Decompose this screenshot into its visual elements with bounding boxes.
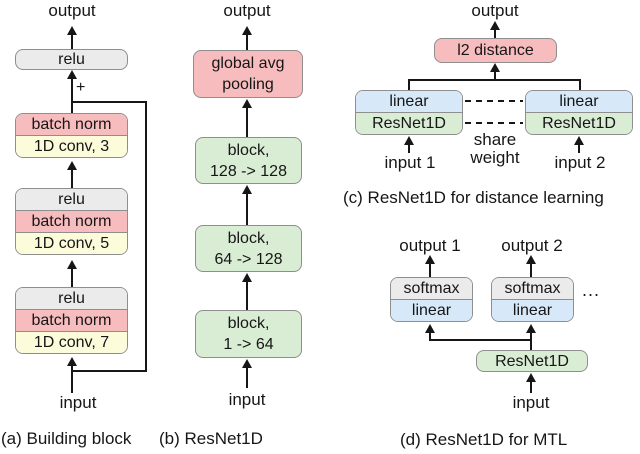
arrow-up-icon <box>425 255 435 277</box>
arrow-up-icon <box>67 357 77 393</box>
pooling-line1: global avg <box>211 55 285 72</box>
panel-b-block3-box: block, 128 -> 128 <box>195 137 302 184</box>
panel-c-input1-label: input 1 <box>384 153 436 172</box>
relu-band: relu <box>16 189 127 210</box>
merge-connector-line <box>408 79 581 81</box>
panel-a-input-label: input <box>59 393 97 412</box>
panel-c-l2-distance-box: l2 distance <box>434 38 557 63</box>
skip-connection-side-line <box>145 101 147 372</box>
share-weight-label: share weight <box>455 131 535 167</box>
softmax-band: softmax <box>391 278 472 299</box>
panel-c-right-stack-box: linear ResNet1D <box>525 90 633 135</box>
panel-d-resnet1d-box: ResNet1D <box>476 350 588 372</box>
block2-line2: 64 -> 128 <box>214 250 283 268</box>
panel-d-left-stack-box: softmax linear <box>390 277 473 322</box>
panel-c-left-stack-box: linear ResNet1D <box>355 90 463 135</box>
linear-band: linear <box>391 299 472 321</box>
panel-a-group2-box: relu batch norm 1D conv, 5 <box>15 188 128 255</box>
plus-sign: + <box>76 79 86 96</box>
arrow-up-icon <box>490 63 500 80</box>
arrow-up-icon <box>242 185 252 225</box>
panel-c-input2-label: input 2 <box>554 153 606 172</box>
arrow-up-icon <box>67 26 77 50</box>
pooling-line2: pooling <box>222 76 274 93</box>
arrow-up-icon <box>242 359 252 388</box>
panel-b-block2-box: block, 64 -> 128 <box>195 225 302 272</box>
arrow-up-icon <box>526 373 536 393</box>
arrow-up-icon <box>242 273 252 310</box>
batch-norm-band: batch norm <box>16 309 127 331</box>
arrow-up-icon <box>526 324 536 351</box>
panel-a-group1-box: batch norm 1D conv, 3 <box>15 113 128 158</box>
skip-connection-bottom-line <box>72 370 147 372</box>
arrow-up-icon <box>67 70 77 113</box>
panel-a-group3-box: relu batch norm 1D conv, 7 <box>15 287 128 354</box>
panel-d-output1-label: output 1 <box>399 236 461 255</box>
softmax-band: softmax <box>492 278 573 299</box>
skip-connection-top-line <box>72 101 147 103</box>
panel-a-caption: (a) Building block <box>1 429 132 448</box>
linear-band: linear <box>356 91 462 112</box>
resnet1d-band: ResNet1D <box>356 112 462 134</box>
share-line2: weight <box>470 148 520 167</box>
linear-band: linear <box>492 299 573 321</box>
conv-band: 1D conv, 5 <box>16 232 127 254</box>
arrow-up-icon <box>490 21 500 38</box>
arrow-up-icon <box>67 161 77 188</box>
panel-b-input-label: input <box>228 390 266 409</box>
merge-left-drop-line <box>408 79 410 91</box>
arrow-up-icon <box>242 26 252 50</box>
panel-c-output-label: output <box>471 1 519 20</box>
panel-b-output-label: output <box>223 1 271 20</box>
panel-d-input-label: input <box>512 393 550 412</box>
share-line1: share <box>473 130 517 149</box>
panel-d-output2-label: output 2 <box>501 236 563 255</box>
linear-band: linear <box>526 91 632 112</box>
panel-c-caption: (c) ResNet1D for distance learning <box>343 188 604 207</box>
conv-band: 1D conv, 7 <box>16 331 127 353</box>
panel-d-caption: (d) ResNet1D for MTL <box>400 430 568 449</box>
relu-band: relu <box>16 288 127 309</box>
panel-b-caption: (b) ResNet1D <box>159 429 263 448</box>
conv-band: 1D conv, 3 <box>16 135 127 157</box>
panel-d-right-stack-box: softmax linear <box>491 277 574 322</box>
panel-a-output-label: output <box>48 1 96 20</box>
share-weight-dashed-line <box>465 122 523 124</box>
branch-connector-line <box>429 339 532 341</box>
arrow-up-icon <box>242 99 252 137</box>
ellipsis-label: ... <box>582 280 601 300</box>
resnet1d-band: ResNet1D <box>526 112 632 134</box>
block3-line2: 128 -> 128 <box>210 162 287 180</box>
panel-b-block1-box: block, 1 -> 64 <box>195 310 302 358</box>
arrow-up-icon <box>404 136 414 153</box>
merge-right-drop-line <box>579 79 581 91</box>
block1-line1: block, <box>227 315 270 332</box>
block2-line1: block, <box>227 229 270 247</box>
arrow-up-icon <box>67 260 77 287</box>
arrow-up-icon <box>425 324 435 341</box>
block1-line2: 1 -> 64 <box>223 336 274 353</box>
arrow-up-icon <box>526 255 536 277</box>
batch-norm-band: batch norm <box>16 210 127 232</box>
batch-norm-band: batch norm <box>16 114 127 135</box>
panel-b-pooling-box: global avg pooling <box>193 50 303 98</box>
share-weight-dashed-line <box>465 100 523 102</box>
block3-line1: block, <box>227 141 270 159</box>
arrow-up-icon <box>574 136 584 153</box>
panel-a-relu-box: relu <box>15 49 128 70</box>
